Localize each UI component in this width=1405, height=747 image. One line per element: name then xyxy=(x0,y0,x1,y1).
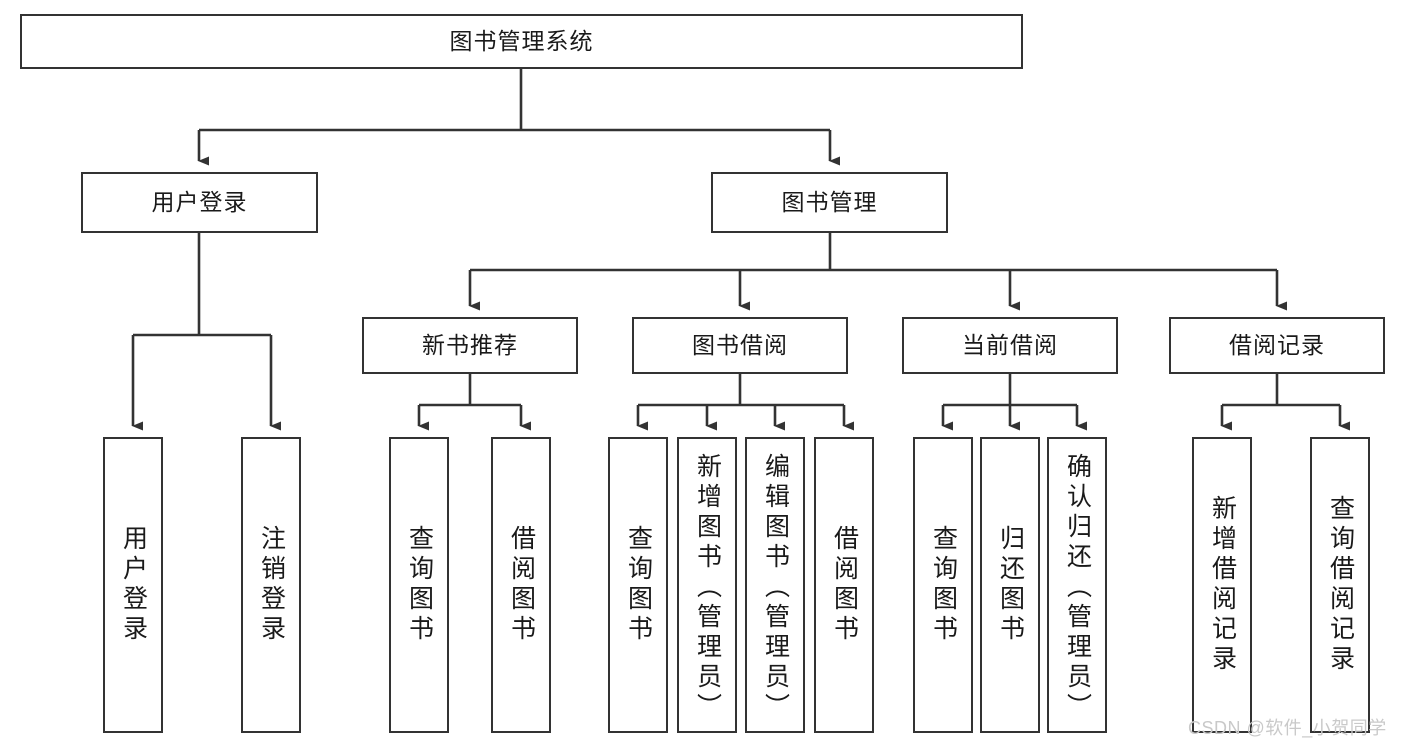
leaf-return-book-label: 归还图书 xyxy=(996,525,1025,645)
node-new-book-recommend-label: 新书推荐 xyxy=(422,331,518,358)
node-current-borrow[interactable]: 当前借阅 xyxy=(902,317,1118,374)
leaf-query-record[interactable]: 查询借阅记录 xyxy=(1310,437,1370,733)
node-user-login-label: 用户登录 xyxy=(151,188,248,215)
leaf-return-book[interactable]: 归还图书 xyxy=(980,437,1040,733)
node-book-borrow-label: 图书借阅 xyxy=(692,331,788,358)
leaf-query-record-label: 查询借阅记录 xyxy=(1326,495,1355,675)
leaf-add-record[interactable]: 新增借阅记录 xyxy=(1192,437,1252,733)
leaf-edit-book[interactable]: 编辑图书（管理员） xyxy=(745,437,805,733)
node-root[interactable]: 图书管理系统 xyxy=(20,14,1023,69)
leaf-query-book-3[interactable]: 查询图书 xyxy=(913,437,973,733)
node-user-login[interactable]: 用户登录 xyxy=(81,172,318,233)
node-borrow-record[interactable]: 借阅记录 xyxy=(1169,317,1385,374)
csdn-watermark: CSDN @软件_小贺同学 xyxy=(1188,718,1387,738)
node-book-management[interactable]: 图书管理 xyxy=(711,172,948,233)
node-current-borrow-label: 当前借阅 xyxy=(962,331,1058,358)
leaf-logout-login[interactable]: 注销登录 xyxy=(241,437,301,733)
leaf-borrow-book-1[interactable]: 借阅图书 xyxy=(491,437,551,733)
leaf-add-book[interactable]: 新增图书（管理员） xyxy=(677,437,737,733)
leaf-query-book-2-label: 查询图书 xyxy=(624,525,653,645)
leaf-logout-login-label: 注销登录 xyxy=(257,525,286,645)
leaf-borrow-book-2-label: 借阅图书 xyxy=(830,525,859,645)
leaf-add-record-label: 新增借阅记录 xyxy=(1208,495,1237,675)
leaf-query-book-1-label: 查询图书 xyxy=(405,525,434,645)
node-book-borrow[interactable]: 图书借阅 xyxy=(632,317,848,374)
node-new-book-recommend[interactable]: 新书推荐 xyxy=(362,317,578,374)
node-borrow-record-label: 借阅记录 xyxy=(1229,331,1325,358)
leaf-confirm-return[interactable]: 确认归还（管理员） xyxy=(1047,437,1107,733)
node-root-label: 图书管理系统 xyxy=(449,27,594,54)
node-book-management-label: 图书管理 xyxy=(781,188,878,215)
leaf-user-login[interactable]: 用户登录 xyxy=(103,437,163,733)
leaf-edit-book-label: 编辑图书（管理员） xyxy=(761,453,790,723)
leaf-add-book-label: 新增图书（管理员） xyxy=(693,453,722,723)
leaf-borrow-book-1-label: 借阅图书 xyxy=(507,525,536,645)
leaf-borrow-book-2[interactable]: 借阅图书 xyxy=(814,437,874,733)
leaf-query-book-2[interactable]: 查询图书 xyxy=(608,437,668,733)
leaf-query-book-3-label: 查询图书 xyxy=(929,525,958,645)
leaf-query-book-1[interactable]: 查询图书 xyxy=(389,437,449,733)
leaf-user-login-label: 用户登录 xyxy=(119,525,148,645)
leaf-confirm-return-label: 确认归还（管理员） xyxy=(1063,453,1092,723)
